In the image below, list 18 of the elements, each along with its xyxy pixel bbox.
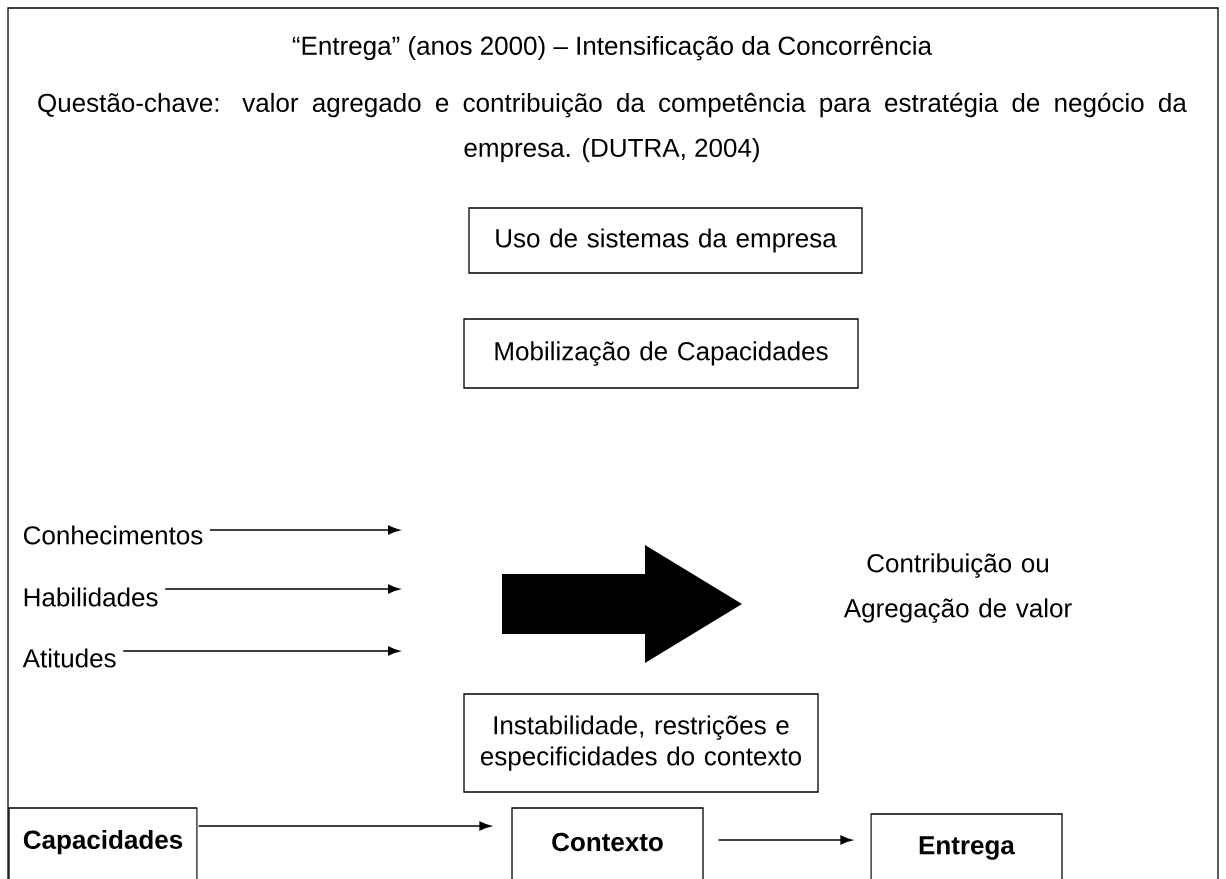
text-box: Entrega: [870, 813, 1063, 879]
input-label: Habilidades: [24, 587, 158, 607]
title: “Entrega” (anos 2000) – Intensificação da Concorrência: [292, 35, 932, 61]
text-box: Mobilização de Capacidades: [463, 318, 859, 389]
text-box: Uso de sistemas da empresa: [468, 207, 863, 274]
arrow: [209, 525, 400, 535]
result-text: Contribuição ou Agregação de valor: [843, 553, 1072, 623]
text-box: Capacidades: [8, 807, 198, 879]
text-box: Instabilidade, restrições e especificidades do contexto: [463, 693, 819, 793]
arrow: [198, 821, 492, 831]
arrow: [122, 646, 400, 656]
arrow: [718, 835, 853, 845]
input-label: Conhecimentos: [23, 525, 203, 545]
text-box: Contexto: [511, 807, 704, 879]
input-label: Atitudes: [22, 648, 116, 668]
caption-text: Questão-chave: valor agregado e contribuição da competência para estratégia de negócio da empresa. (DUTRA, 2004): [38, 92, 1187, 163]
arrow: [164, 584, 400, 594]
block-arrow: [502, 545, 742, 663]
